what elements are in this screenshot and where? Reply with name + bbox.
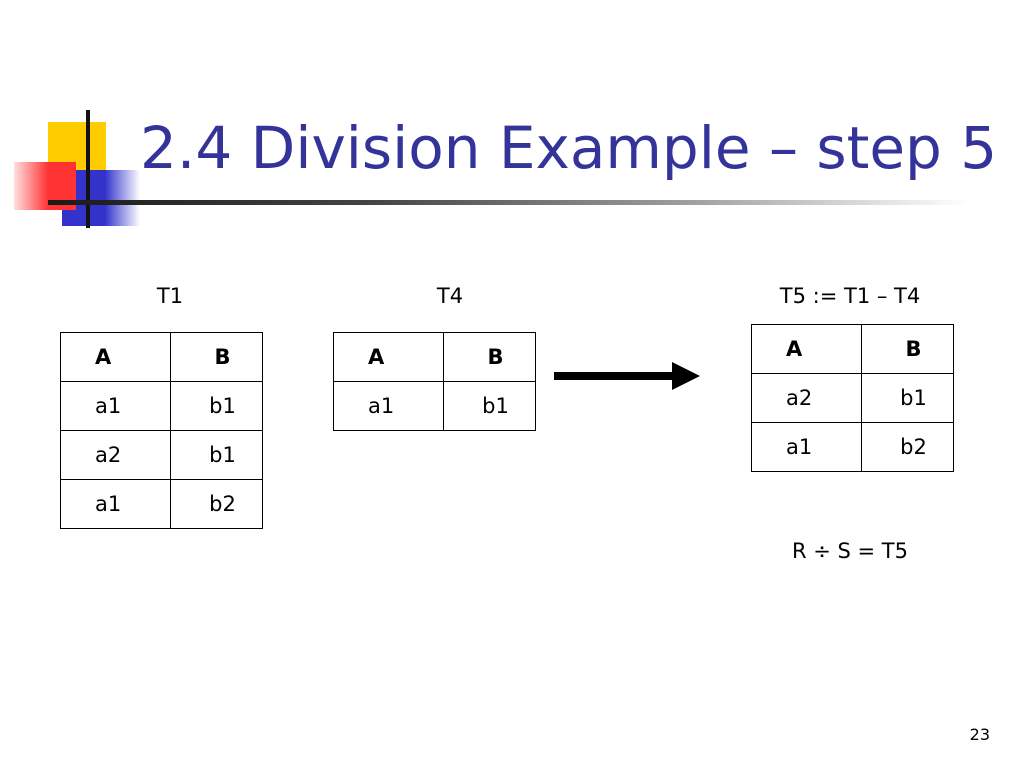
table-header-row: A B <box>751 324 954 374</box>
table-row: a1 b2 <box>60 479 263 529</box>
t1-header-a: A <box>60 332 171 382</box>
slide-title: 2.4 Division Example – step 5 <box>140 114 998 182</box>
t1-cell: a1 <box>60 479 171 529</box>
t1-table: A B a1 b1 a2 b1 a1 b2 <box>60 332 263 529</box>
table-header-row: A B <box>60 332 263 382</box>
t4-header-a: A <box>333 332 444 382</box>
t4-header-b: B <box>443 332 536 382</box>
t5-cell: b1 <box>861 373 954 423</box>
t5-cell: a2 <box>751 373 862 423</box>
t1-cell: a2 <box>60 430 171 480</box>
table-header-row: A B <box>333 332 536 382</box>
arrow-right-icon <box>554 362 700 390</box>
t4-cell: a1 <box>333 381 444 431</box>
t1-label: T1 <box>156 284 184 308</box>
table-row: a1 b1 <box>333 381 536 431</box>
table-row: a2 b1 <box>751 373 954 423</box>
t5-header-a: A <box>751 324 862 374</box>
t5-cell: b2 <box>861 422 954 472</box>
t1-cell: a1 <box>60 381 171 431</box>
t1-cell: b1 <box>170 430 263 480</box>
table-row: a2 b1 <box>60 430 263 480</box>
t5-header-b: B <box>861 324 954 374</box>
title-underline <box>48 200 968 205</box>
t4-cell: b1 <box>443 381 536 431</box>
corner-decoration-icon <box>14 110 140 228</box>
t1-cell: b2 <box>170 479 263 529</box>
table-row: a1 b2 <box>751 422 954 472</box>
t1-header-b: B <box>170 332 263 382</box>
result-equation: R ÷ S = T5 <box>791 539 908 563</box>
t4-table: A B a1 b1 <box>333 332 536 431</box>
t4-label: T4 <box>436 284 464 308</box>
t1-cell: b1 <box>170 381 263 431</box>
t5-cell: a1 <box>751 422 862 472</box>
page-number: 23 <box>969 725 990 744</box>
table-row: a1 b1 <box>60 381 263 431</box>
t5-table: A B a2 b1 a1 b2 <box>751 324 954 472</box>
t5-label: T5 := T1 – T4 <box>779 284 921 308</box>
